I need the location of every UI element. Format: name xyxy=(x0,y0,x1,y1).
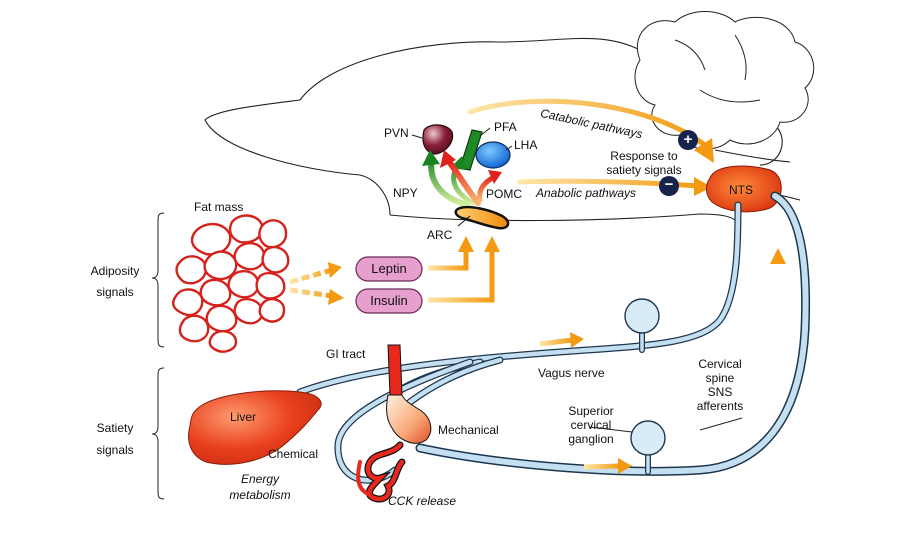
cervical-label-line1: Cervical xyxy=(698,357,742,371)
satiety-label-line1: Satiety xyxy=(96,421,134,435)
adiposity-label-line1: Adiposity xyxy=(90,264,140,278)
npy-arrowhead xyxy=(422,150,440,166)
leptin-pill xyxy=(355,256,423,282)
intestine-loop xyxy=(356,460,372,497)
minus-node xyxy=(659,176,679,196)
plus-node xyxy=(678,130,698,150)
adiposity-bracket xyxy=(151,212,165,348)
nerve-fibres xyxy=(296,191,811,484)
pomc-arrow xyxy=(445,157,481,206)
fat-to-hormone-arrows xyxy=(289,262,344,305)
pomc-arrowhead xyxy=(440,150,456,168)
cck-release-label: CCK release xyxy=(388,494,457,508)
arc-label: ARC xyxy=(427,228,453,242)
insulin-label: Insulin xyxy=(370,293,408,308)
energy-label-line2: metabolism xyxy=(229,488,291,502)
superior-label-line3: ganglion xyxy=(568,432,614,446)
gi-tract-label: GI tract xyxy=(326,347,366,361)
response-label-line2: satiety signals xyxy=(606,163,682,177)
cervical-label-line3: SNS xyxy=(707,385,733,399)
arc-nucleus xyxy=(454,205,510,230)
pomc-arrowhead-2 xyxy=(488,170,502,184)
energy-label-line1: Energy xyxy=(240,472,280,486)
nts-nucleus xyxy=(706,165,782,213)
hormone-to-arc-arrows xyxy=(428,250,495,303)
pvn-label: PVN xyxy=(384,126,409,140)
satiety-label-line2: signals xyxy=(96,443,134,457)
liver-label: Liver xyxy=(230,410,257,424)
leptin-label: Leptin xyxy=(371,261,407,276)
catabolic-arrowhead xyxy=(694,138,714,163)
plus-sign: + xyxy=(683,131,693,148)
nerve-signal-arrows xyxy=(539,248,786,474)
fat-mass-label: Fat mass xyxy=(194,200,244,214)
anabolic-pathways-label: Anabolic pathways xyxy=(536,186,637,200)
superior-label-line1: Superior xyxy=(568,404,614,418)
arc-pointer xyxy=(457,215,471,227)
catabolic-pathway-arrow xyxy=(467,98,708,148)
insulin-pill xyxy=(355,288,423,314)
lha-label: LHA xyxy=(514,138,538,152)
pfa-nucleus xyxy=(459,129,483,171)
lha-nucleus xyxy=(475,141,511,169)
esophagus xyxy=(387,344,403,396)
cervical-label-line4: afferents xyxy=(696,399,744,413)
pomc-label: POMC xyxy=(486,187,522,201)
nodose-ganglion xyxy=(624,298,660,334)
stomach-organ xyxy=(386,394,432,444)
vagus-nerve-label: Vagus nerve xyxy=(538,366,605,380)
liver-organ xyxy=(188,390,322,465)
minus-sign: − xyxy=(664,176,674,193)
chemical-label: Chemical xyxy=(268,447,319,461)
cerebellum-outline xyxy=(634,11,815,150)
cervical-label-line2: spine xyxy=(705,371,735,385)
satiety-bracket xyxy=(151,367,165,500)
nts-label: NTS xyxy=(729,183,753,197)
intestine-fill xyxy=(365,442,405,502)
adiposity-label-line2: signals xyxy=(96,285,134,299)
anabolic-arrowhead xyxy=(694,177,712,196)
leader-lines xyxy=(411,127,743,433)
response-label-line1: Response to xyxy=(610,149,678,163)
npy-label: NPY xyxy=(393,186,418,200)
pvn-nucleus xyxy=(422,124,454,155)
superior-label-line2: cervical xyxy=(570,418,612,432)
fat-mass-cells xyxy=(172,214,290,353)
pfa-label: PFA xyxy=(494,120,517,134)
leptin-arrowhead xyxy=(458,236,474,252)
mechanical-label: Mechanical xyxy=(438,423,499,437)
superior-cervical-ganglion xyxy=(630,420,666,456)
insulin-arrowhead xyxy=(484,236,500,252)
